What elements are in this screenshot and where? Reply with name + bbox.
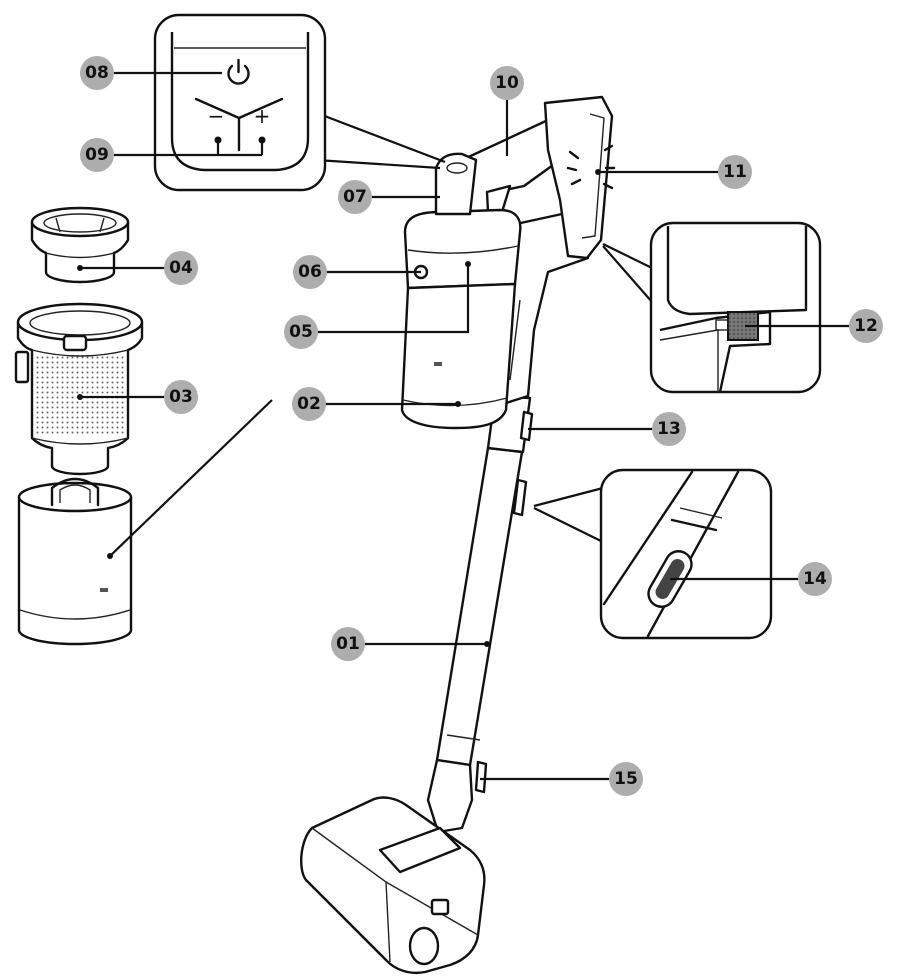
power-icon — [227, 58, 250, 85]
inset-control-panel: − + — [153, 13, 446, 192]
floor-nozzle — [300, 758, 486, 974]
svg-text:04: 04 — [169, 258, 193, 278]
callout-15: 15 — [609, 762, 643, 796]
battery-pack — [543, 95, 616, 260]
cyclone-filter — [14, 302, 144, 476]
svg-text:03: 03 — [169, 387, 193, 407]
control-cap — [434, 152, 478, 216]
dust-bin-container — [17, 477, 133, 646]
svg-text:14: 14 — [803, 569, 827, 589]
svg-text:13: 13 — [657, 419, 681, 439]
callout-06: 06 — [293, 255, 327, 289]
svg-text:15: 15 — [614, 769, 638, 789]
svg-text:11: 11 — [723, 162, 747, 182]
svg-text:08: 08 — [85, 63, 109, 83]
callout-05: 05 — [284, 315, 318, 349]
inset-tube-button — [533, 468, 773, 640]
callout-02: 02 — [292, 387, 326, 421]
plus-symbol: + — [254, 104, 271, 128]
svg-text:05: 05 — [289, 322, 313, 342]
svg-text:10: 10 — [495, 73, 519, 93]
vacuum-tube — [435, 394, 534, 794]
handle — [460, 118, 562, 216]
inset-battery-release — [602, 221, 822, 394]
motor-unit — [400, 208, 522, 430]
svg-text:06: 06 — [298, 262, 322, 282]
svg-text:01: 01 — [336, 634, 360, 654]
callout-09: 09 — [80, 138, 114, 172]
svg-text:09: 09 — [85, 145, 109, 165]
minus-symbol: − — [208, 104, 225, 128]
svg-text:12: 12 — [854, 316, 878, 336]
callout-14: 14 — [798, 562, 832, 596]
filter-cap — [30, 206, 130, 284]
callout-11: 11 — [718, 155, 752, 189]
callout-10: 10 — [490, 66, 524, 100]
callout-03: 03 — [164, 380, 198, 414]
svg-text:02: 02 — [297, 394, 321, 414]
leader-lines — [77, 71, 849, 781]
svg-text:07: 07 — [343, 187, 367, 207]
callout-08: 08 — [80, 56, 114, 90]
callout-01: 01 — [331, 627, 365, 661]
callout-13: 13 — [652, 412, 686, 446]
callout-12: 12 — [849, 309, 883, 343]
callout-04: 04 — [164, 251, 198, 285]
callout-07: 07 — [338, 180, 372, 214]
